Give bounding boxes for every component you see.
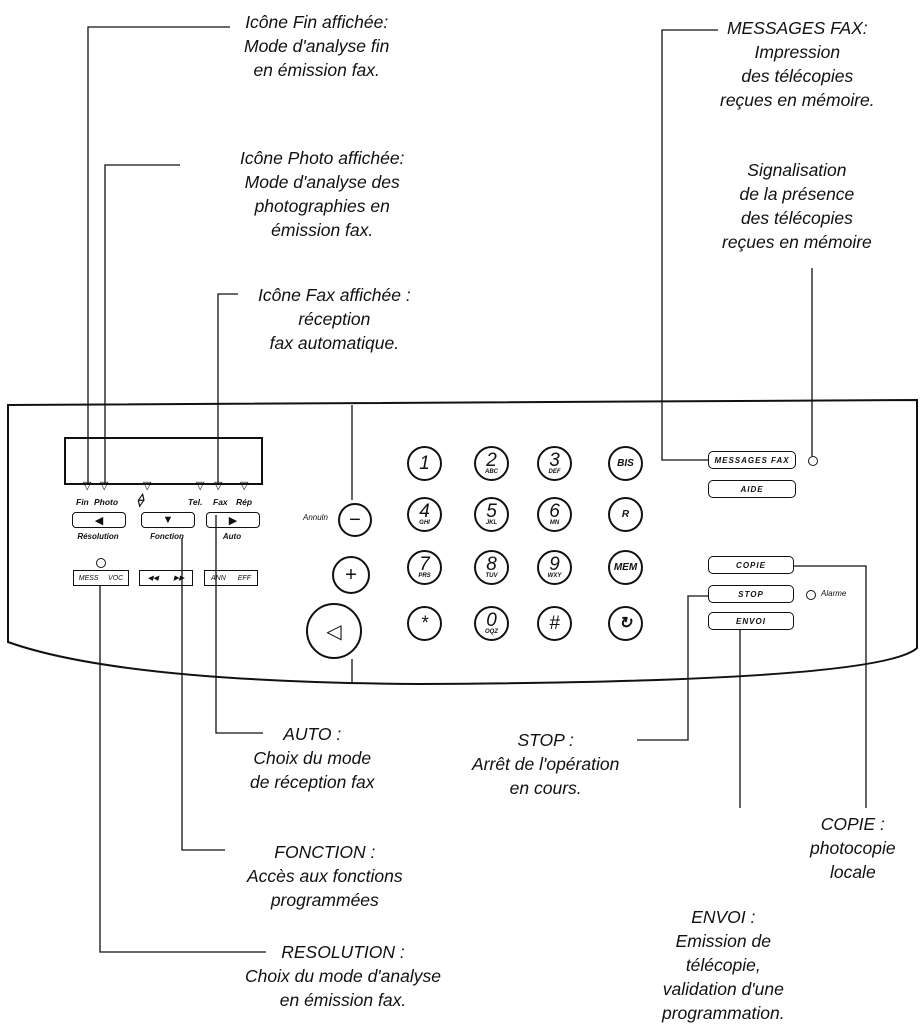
rep-indicator-icon: ▽ xyxy=(240,480,249,492)
fax-indicator-icon: ▽ xyxy=(214,480,223,492)
diamond-arrows-icon: ⟠ xyxy=(137,492,144,507)
alarme-label: Alarme xyxy=(821,589,847,598)
callout-envoi: ENVOI : Emission de télécopie, validatio… xyxy=(662,907,785,1023)
envoi-button[interactable]: ENVOI xyxy=(708,612,794,630)
key-star[interactable]: * xyxy=(407,606,442,641)
indicator-icon: ▽ xyxy=(143,480,152,492)
lcd-label-photo: Photo xyxy=(94,497,119,507)
voc-label: VOC xyxy=(108,574,124,582)
mess-voc-button[interactable]: MESS VOC xyxy=(73,570,129,586)
plus-button[interactable]: + xyxy=(332,556,370,594)
rewind-icon[interactable]: ◀◀ xyxy=(147,575,159,582)
callout-stop: STOP : Arrêt de l'opération en cours. xyxy=(472,730,620,798)
resolution-button[interactable]: ◀ xyxy=(72,512,126,528)
key-1[interactable]: 1 xyxy=(407,446,442,481)
callout-fax: Icône Fax affichée : réception fax autom… xyxy=(258,285,411,353)
resolution-led xyxy=(96,558,106,568)
lcd-display xyxy=(64,437,263,485)
eff-label: EFF xyxy=(237,574,251,582)
callout-fonction: FONCTION : Accès aux fonctions programmé… xyxy=(247,842,403,910)
messages-led xyxy=(808,456,818,466)
lcd-label-fax: Fax xyxy=(213,497,228,507)
callout-auto: AUTO : Choix du mode de réception fax xyxy=(250,724,375,792)
lcd-label-tel: Tel. xyxy=(188,497,203,507)
key-hash[interactable]: # xyxy=(537,606,572,641)
callout-messages-fax: MESSAGES FAX: Impression des télécopies … xyxy=(720,18,875,110)
down-arrow-icon: ▼ xyxy=(162,514,174,526)
lcd-label-fin: Fin xyxy=(76,497,89,507)
aide-button[interactable]: AIDE xyxy=(708,480,796,498)
tel-indicator-icon: ▽ xyxy=(196,480,205,492)
callout-fin: Icône Fin affichée: Mode d'analyse fin e… xyxy=(244,12,390,80)
minus-button[interactable]: − xyxy=(338,503,372,537)
speaker-button[interactable]: ◁ xyxy=(306,603,362,659)
annuler-label: Annuln xyxy=(303,513,328,522)
callout-signalisation: Signalisation de la présence des télécop… xyxy=(722,160,872,252)
fonction-label: Fonction xyxy=(150,532,184,541)
hook-button[interactable]: ↻ xyxy=(608,606,643,641)
hook-icon: ↻ xyxy=(618,615,633,632)
ann-label: ANN xyxy=(210,574,226,582)
ann-eff-button[interactable]: ANN EFF xyxy=(204,570,258,586)
callout-copie: COPIE : photocopie locale xyxy=(810,814,896,882)
alarme-led xyxy=(806,590,816,600)
copie-button[interactable]: COPIE xyxy=(708,556,794,574)
resolution-label: Résolution xyxy=(77,532,119,541)
mem-button[interactable]: MEM xyxy=(608,550,643,585)
auto-label: Auto xyxy=(222,532,242,541)
bis-button[interactable]: BIS xyxy=(608,446,643,481)
r-button[interactable]: R xyxy=(608,497,643,532)
callout-resolution: RESOLUTION : Choix du mode d'analyse en … xyxy=(245,942,441,1010)
callout-photo: Icône Photo affichée: Mode d'analyse des… xyxy=(240,148,405,240)
stop-button[interactable]: STOP xyxy=(708,585,794,603)
mess-label: MESS xyxy=(78,574,99,582)
right-arrow-icon: ▶ xyxy=(228,514,238,527)
lcd-label-rep: Rép xyxy=(236,497,253,507)
rewind-forward-button[interactable]: ◀◀ ▶▶ xyxy=(139,570,193,586)
left-arrow-icon: ◀ xyxy=(94,514,104,527)
fonction-button[interactable]: ▼ xyxy=(141,512,195,528)
auto-button[interactable]: ▶ xyxy=(206,512,260,528)
forward-icon[interactable]: ▶▶ xyxy=(173,575,185,582)
photo-indicator-icon: ▽ xyxy=(100,480,109,492)
speaker-icon: ◁ xyxy=(326,620,342,643)
messages-fax-button[interactable]: MESSAGES FAX xyxy=(708,451,796,469)
fin-indicator-icon: ▽ xyxy=(83,480,92,492)
